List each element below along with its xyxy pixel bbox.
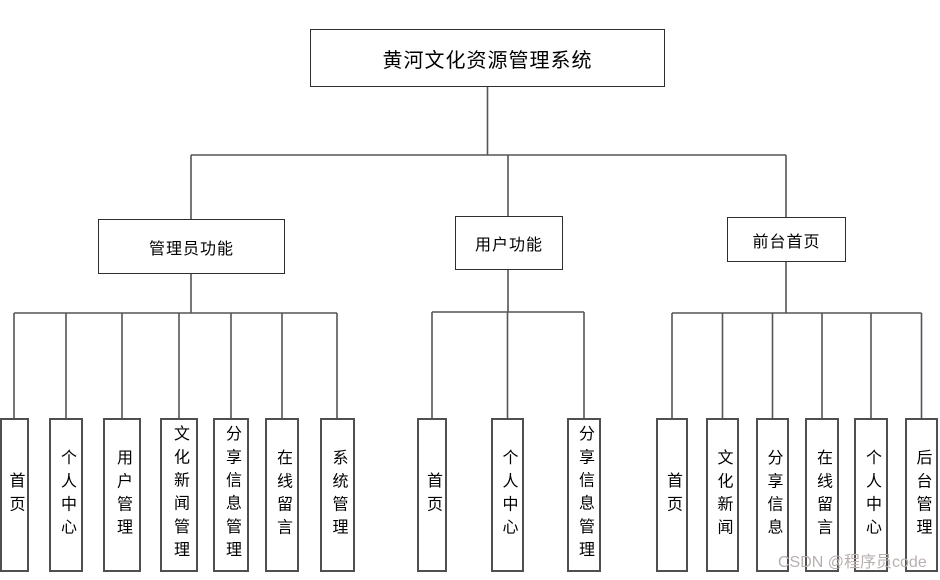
leaf-admin-personal-center: 个人中心 [49,418,83,572]
leaf-user-personal-center: 个人中心 [491,418,524,572]
node-front-home: 前台首页 [727,217,846,262]
node-admin-functions: 管理员功能 [98,219,285,274]
leaf-user-share-info-management: 分享信息管理 [567,418,601,572]
leaf-admin-home: 首页 [0,418,29,572]
leaf-front-personal-center: 个人中心 [854,418,888,572]
node-user-functions: 用户功能 [455,216,563,270]
leaf-admin-user-management: 用户管理 [103,418,141,572]
leaf-front-culture-news: 文化新闻 [706,418,739,572]
csdn-watermark: CSDN @程序员code [778,554,927,571]
tree-connectors [13,87,923,418]
leaf-front-share-info: 分享信息 [756,418,789,572]
leaf-admin-online-message: 在线留言 [265,418,299,572]
leaf-user-home: 首页 [417,418,447,572]
leaf-front-home: 首页 [656,418,688,572]
leaf-admin-share-info-management: 分享信息管理 [213,418,249,572]
leaf-admin-system-management: 系统管理 [320,418,355,572]
leaf-front-online-message: 在线留言 [805,418,839,572]
leaf-front-backend-management: 后台管理 [905,418,938,572]
node-root: 黄河文化资源管理系统 [310,29,665,87]
leaf-admin-culture-news-management: 文化新闻管理 [160,418,198,572]
